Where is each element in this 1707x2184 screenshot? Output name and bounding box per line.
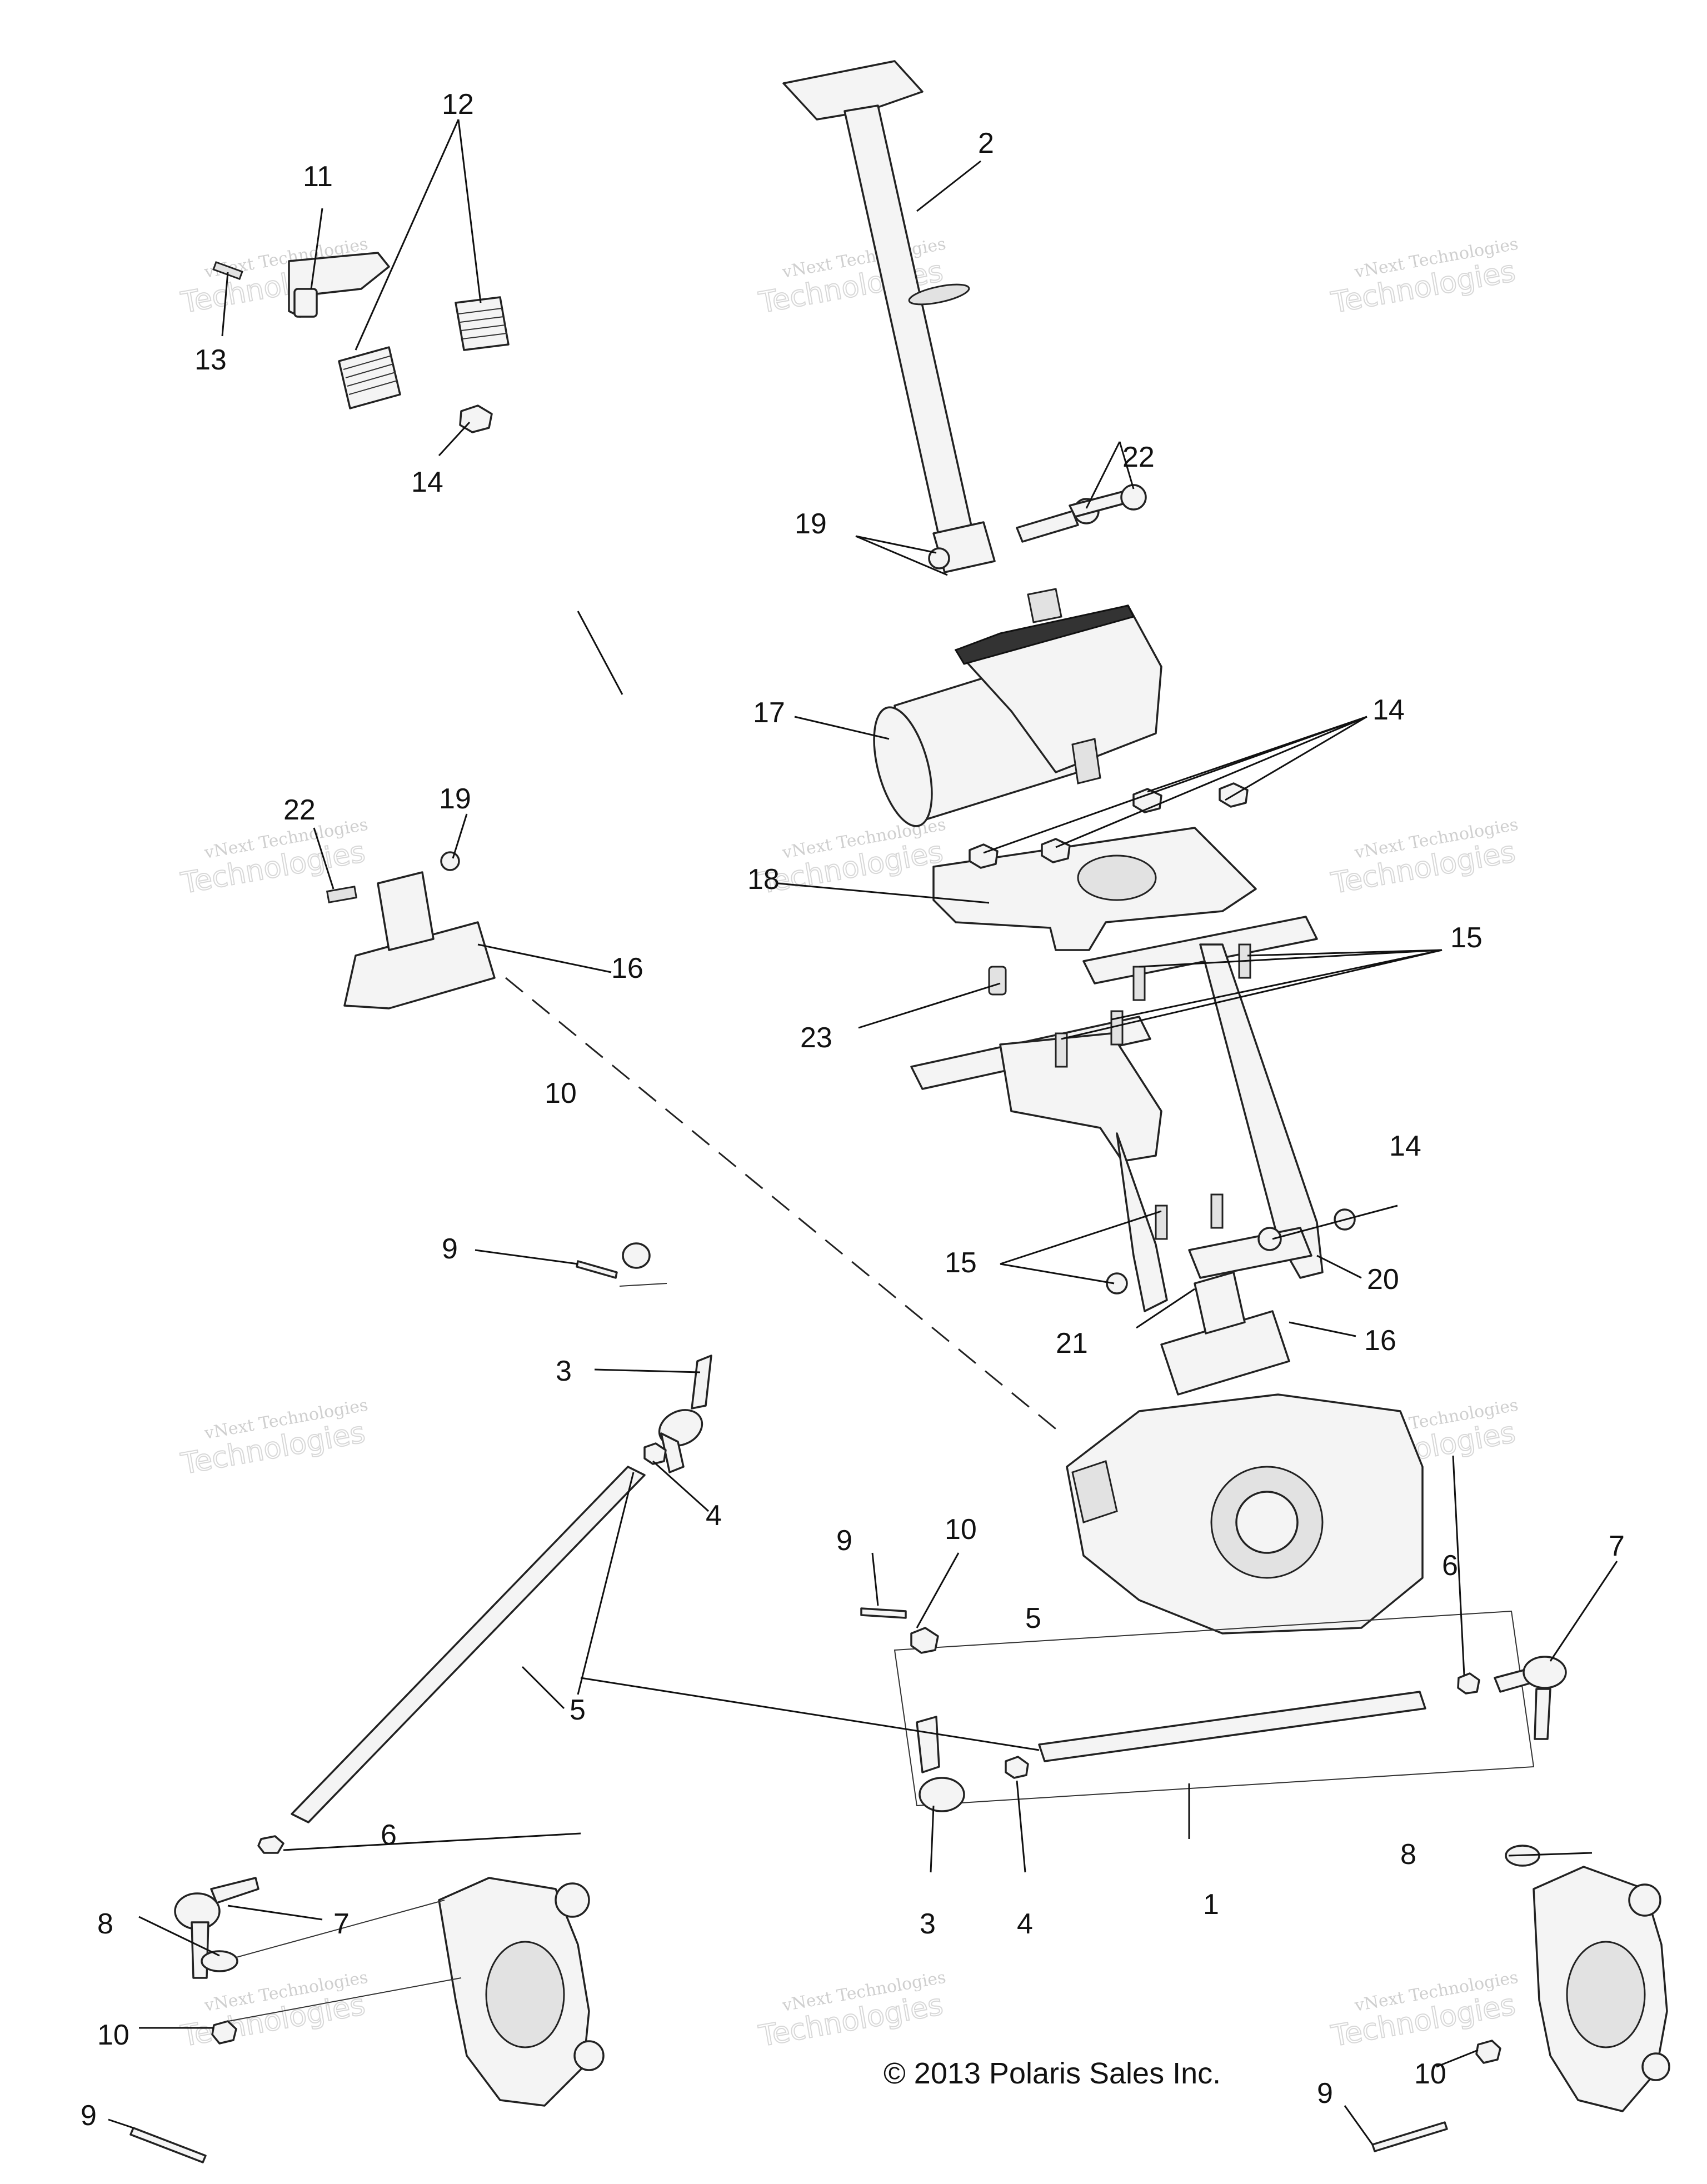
callout-5: 5 [570, 1694, 586, 1726]
callout-19: 19 [439, 783, 471, 815]
callout-22: 22 [283, 794, 316, 826]
right-tie-rod-assembly [894, 1610, 1567, 1867]
callout-11: 11 [303, 161, 333, 193]
callout-20: 20 [1367, 1263, 1399, 1296]
watermark: vNext Technologies Technologies [1328, 1968, 1520, 2054]
callout-17: 17 [753, 697, 785, 729]
callout-13: 13 [194, 344, 227, 376]
copyright-notice: © 2013 Polaris Sales Inc. [884, 2057, 1221, 2090]
callout-14: 14 [1372, 694, 1405, 726]
callouts: 12 11 13 14 2 22 19 17 14 22 19 18 16 15… [81, 88, 1625, 2132]
callout-9: 9 [836, 1525, 852, 1557]
callout-12: 12 [442, 88, 474, 121]
leader-lines [108, 119, 1618, 2145]
watermark: vNext Technologies Technologies [1328, 234, 1520, 321]
callout-8: 8 [1400, 1838, 1416, 1871]
callout-9: 9 [1317, 2077, 1333, 2110]
callout-22: 22 [1122, 441, 1155, 473]
callout-10: 10 [1414, 2058, 1446, 2090]
callout-16: 16 [611, 952, 643, 984]
left-steering-knuckle [129, 1877, 605, 2163]
callout-15: 15 [945, 1247, 977, 1279]
watermark: vNext Technologies Technologies [178, 1968, 370, 2054]
callout-10: 10 [97, 2019, 129, 2051]
watermark: vNext Technologies Technologies [756, 815, 947, 901]
watermark: vNext Technologies Technologies [178, 1396, 370, 1482]
power-steering-unit [873, 588, 1162, 827]
callout-7: 7 [333, 1908, 350, 1940]
callout-23: 23 [800, 1022, 832, 1054]
callout-16: 16 [1364, 1325, 1396, 1357]
callout-18: 18 [747, 863, 780, 896]
steering-gearbox [1066, 1393, 1424, 1635]
callout-9: 9 [81, 2100, 97, 2132]
callout-4: 4 [706, 1500, 722, 1532]
callout-7: 7 [1609, 1530, 1625, 1562]
watermark: vNext Technologies Technologies [756, 1968, 947, 2054]
callout-4: 4 [1017, 1908, 1033, 1940]
callout-15: 15 [1450, 922, 1483, 954]
routing-dashed-line [505, 977, 1062, 1435]
callout-5: 5 [1025, 1602, 1041, 1635]
callout-14: 14 [1389, 1130, 1421, 1162]
callout-9: 9 [442, 1233, 458, 1265]
callout-3: 3 [920, 1908, 936, 1940]
watermark: vNext Technologies Technologies [1328, 815, 1520, 901]
callout-3: 3 [556, 1355, 572, 1387]
callout-6: 6 [381, 1819, 397, 1851]
frame-bracket-assembly [910, 916, 1356, 1312]
right-steering-knuckle [1371, 1866, 1670, 2152]
callout-6: 6 [1442, 1550, 1458, 1582]
steering-column-shaft [782, 60, 1147, 573]
parts [129, 60, 1670, 2163]
lower-steering-bracket [1160, 1271, 1290, 1396]
callout-14: 14 [411, 466, 443, 498]
cotter-pins [576, 1260, 907, 1619]
callout-19: 19 [795, 508, 827, 540]
callout-1: 1 [1203, 1888, 1219, 1921]
mounting-plate [932, 782, 1257, 996]
callout-8: 8 [97, 1908, 113, 1940]
callout-10: 10 [945, 1513, 977, 1546]
callout-2: 2 [978, 127, 994, 159]
upper-steering-bracket [326, 851, 496, 1009]
callout-10: 10 [545, 1077, 577, 1110]
left-tie-rod-assembly [174, 1242, 712, 1979]
callout-21: 21 [1056, 1327, 1088, 1360]
